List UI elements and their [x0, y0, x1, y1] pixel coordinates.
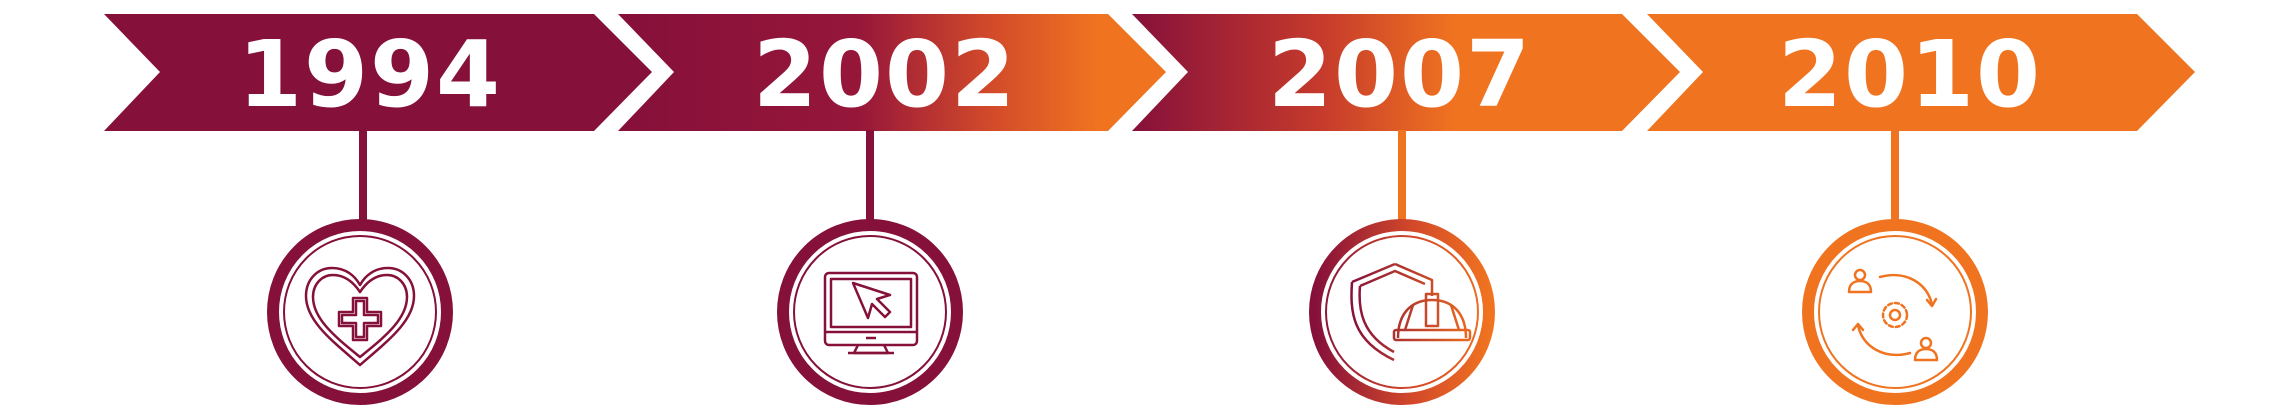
year-label: 2010 — [1778, 21, 2042, 128]
year-banner — [618, 14, 1166, 131]
people-gear-cycle-icon — [1847, 268, 1939, 362]
milestone-2002: 2002 — [618, 14, 1166, 405]
year-banner — [1647, 14, 2195, 131]
milestone-1994: 1994 — [104, 14, 652, 405]
icon-ring — [1309, 219, 1495, 405]
milestone-2010: 2010 — [1647, 14, 2195, 405]
connector-line — [1398, 130, 1406, 220]
milestone-2007: 2007 — [1132, 14, 1680, 405]
computer-monitor-cursor-icon — [823, 271, 919, 355]
year-banner — [1132, 14, 1680, 131]
year-label: 1994 — [238, 21, 502, 128]
connector-line — [1891, 130, 1899, 220]
connector-line — [359, 130, 367, 220]
connector-line — [866, 130, 874, 220]
icon-ring — [1802, 219, 1988, 405]
heart-medical-cross-icon — [304, 266, 416, 367]
year-label: 2002 — [753, 21, 1017, 128]
shield-construction-helmet-icon — [1350, 262, 1472, 362]
icon-ring — [267, 219, 453, 405]
year-label: 2007 — [1268, 21, 1532, 128]
year-banner — [104, 14, 652, 131]
